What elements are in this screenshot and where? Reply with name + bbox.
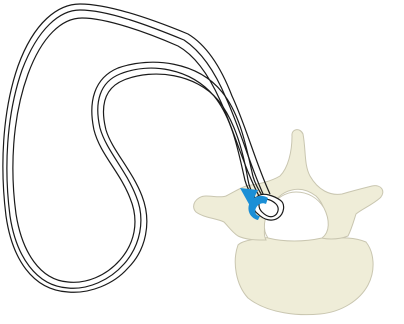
vertebra-axial-view (194, 130, 383, 315)
vertebra-body (235, 237, 373, 315)
band-outer-edge-a (7, 10, 264, 288)
band-inner-edge-a (3, 4, 270, 292)
band-outer-edge-b (13, 18, 268, 282)
